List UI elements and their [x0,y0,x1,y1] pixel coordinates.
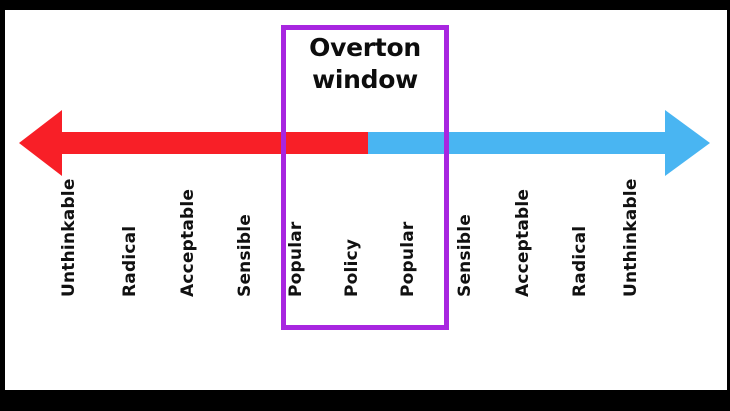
arrow-left-red [19,110,368,176]
arrow-right-blue [368,110,710,176]
spectrum-label: Acceptable [178,188,198,297]
spectrum-label: Radical [120,225,140,297]
spectrum-arrow [19,110,710,176]
diagram-canvas: Overton window Unthinkable Radical Accepta… [5,10,727,390]
spectrum-label: Popular [286,221,306,298]
spectrum-label: Unthinkable [621,178,641,297]
spectrum-label: Policy [342,238,362,297]
spectrum-label: Popular [398,221,418,298]
spectrum-label: Radical [570,225,590,297]
spectrum-label: Unthinkable [59,178,79,297]
spectrum-label: Acceptable [513,188,533,297]
overton-window-title: Overton window [309,33,421,94]
spectrum-label: Sensible [235,214,255,297]
spectrum-label: Sensible [455,214,475,297]
